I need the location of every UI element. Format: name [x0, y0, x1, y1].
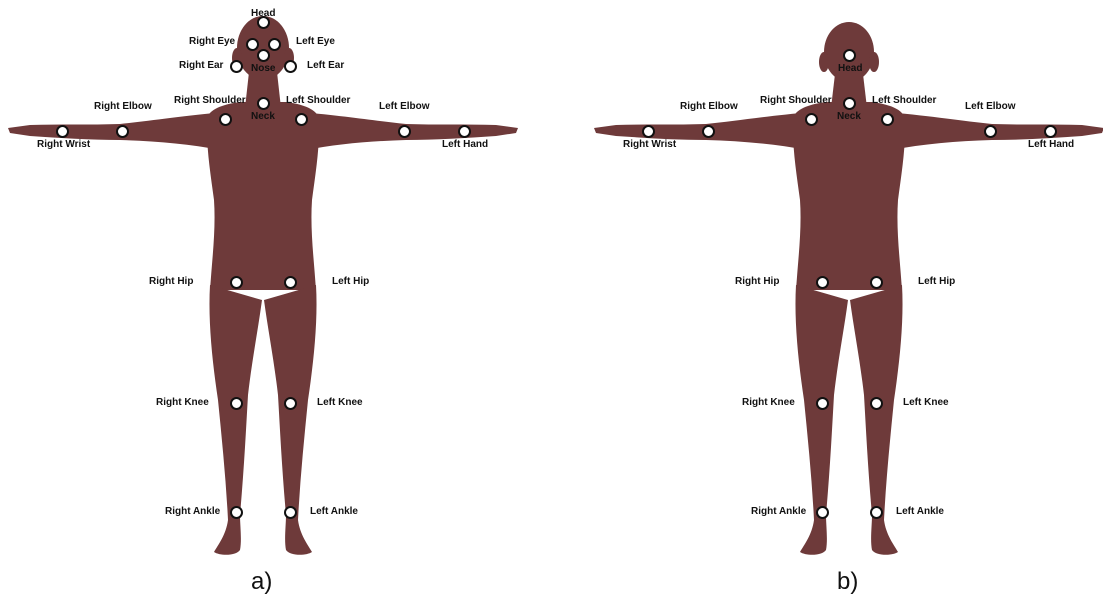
keypoint-right-ankle — [230, 506, 243, 519]
keypoint-nose — [257, 49, 270, 62]
label-right-ankle: Right Ankle — [165, 506, 220, 518]
keypoint-right-ankle — [816, 506, 829, 519]
keypoint-right-ear — [230, 60, 243, 73]
label-left-knee: Left Knee — [317, 397, 363, 409]
caption-a: a) — [251, 568, 272, 596]
keypoint-left-eye — [268, 38, 281, 51]
keypoint-left-knee — [284, 397, 297, 410]
label-left-hip: Left Hip — [918, 276, 955, 288]
label-right-shoulder: Right Shoulder — [174, 95, 246, 107]
label-nose: Nose — [251, 63, 275, 75]
keypoint-left-shoulder — [881, 113, 894, 126]
keypoint-left-shoulder — [295, 113, 308, 126]
label-right-ankle: Right Ankle — [751, 506, 806, 518]
keypoint-right-knee — [230, 397, 243, 410]
keypoint-left-hand — [458, 125, 471, 138]
label-right-shoulder: Right Shoulder — [760, 95, 832, 107]
keypoint-left-elbow — [398, 125, 411, 138]
keypoint-left-knee — [870, 397, 883, 410]
keypoint-neck — [843, 97, 856, 110]
keypoint-right-wrist — [642, 125, 655, 138]
label-head: Head — [251, 8, 275, 20]
label-neck: Neck — [837, 111, 861, 123]
keypoint-right-eye — [246, 38, 259, 51]
label-right-hip: Right Hip — [735, 276, 779, 288]
keypoint-left-ear — [284, 60, 297, 73]
keypoint-left-hip — [870, 276, 883, 289]
label-left-ankle: Left Ankle — [310, 506, 358, 518]
label-right-hip: Right Hip — [149, 276, 193, 288]
label-left-ankle: Left Ankle — [896, 506, 944, 518]
body-figure — [0, 0, 552, 598]
label-right-elbow: Right Elbow — [94, 101, 152, 113]
label-left-shoulder: Left Shoulder — [872, 95, 936, 107]
label-right-knee: Right Knee — [156, 397, 209, 409]
label-left-elbow: Left Elbow — [379, 101, 430, 113]
keypoint-left-hand — [1044, 125, 1057, 138]
keypoint-right-knee — [816, 397, 829, 410]
label-left-shoulder: Left Shoulder — [286, 95, 350, 107]
keypoint-head — [843, 49, 856, 62]
panel-b: Head Neck Right Shoulder Left Shoulder R… — [586, 0, 1103, 598]
keypoint-left-ankle — [870, 506, 883, 519]
keypoint-left-ankle — [284, 506, 297, 519]
keypoint-right-shoulder — [219, 113, 232, 126]
label-right-eye: Right Eye — [189, 36, 235, 48]
label-left-hand: Left Hand — [442, 139, 488, 151]
label-left-knee: Left Knee — [903, 397, 949, 409]
keypoint-right-wrist — [56, 125, 69, 138]
label-right-wrist: Right Wrist — [37, 139, 90, 151]
panel-a: Head Right Eye Left Eye Nose Right Ear L… — [0, 0, 552, 598]
keypoint-right-elbow — [702, 125, 715, 138]
label-right-wrist: Right Wrist — [623, 139, 676, 151]
label-right-ear: Right Ear — [179, 60, 223, 72]
label-left-ear: Left Ear — [307, 60, 344, 72]
keypoint-right-hip — [816, 276, 829, 289]
body-figure — [586, 0, 1103, 598]
label-head: Head — [838, 63, 862, 75]
label-left-eye: Left Eye — [296, 36, 335, 48]
keypoint-right-hip — [230, 276, 243, 289]
keypoint-left-hip — [284, 276, 297, 289]
label-left-hip: Left Hip — [332, 276, 369, 288]
keypoint-right-shoulder — [805, 113, 818, 126]
keypoint-left-elbow — [984, 125, 997, 138]
keypoint-right-elbow — [116, 125, 129, 138]
label-right-elbow: Right Elbow — [680, 101, 738, 113]
label-left-elbow: Left Elbow — [965, 101, 1016, 113]
label-neck: Neck — [251, 111, 275, 123]
keypoint-neck — [257, 97, 270, 110]
caption-b: b) — [837, 568, 858, 596]
label-right-knee: Right Knee — [742, 397, 795, 409]
label-left-hand: Left Hand — [1028, 139, 1074, 151]
